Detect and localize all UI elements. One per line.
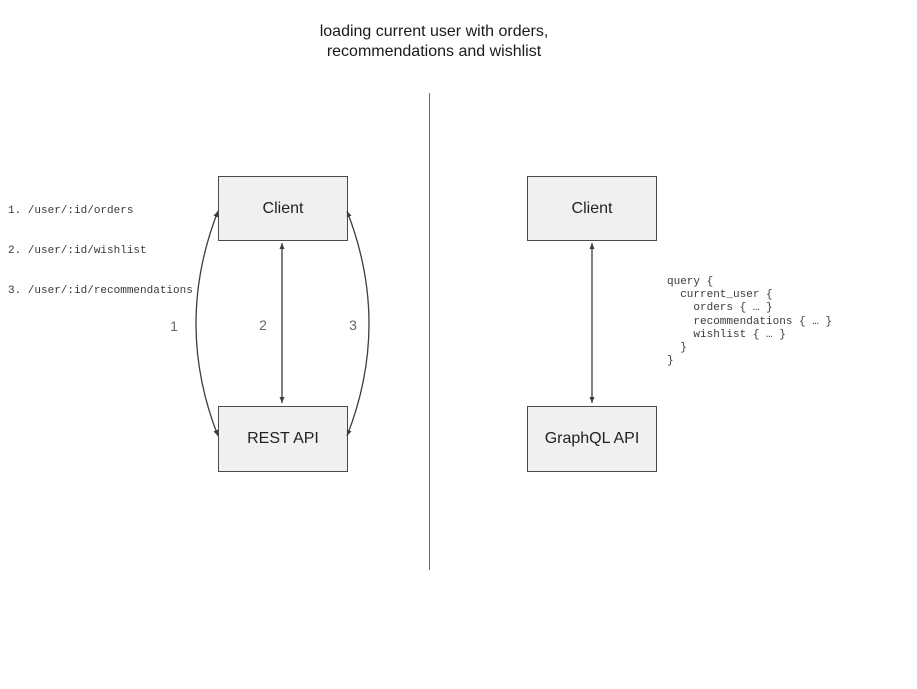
rest-client-box-label: Client — [262, 199, 304, 217]
rest-endpoint-recommendations: 3. /user/:id/recommendations — [8, 284, 193, 297]
rest-api-box-label: REST API — [247, 430, 319, 447]
graphql-api-box-label: GraphQL API — [544, 430, 640, 447]
rest-endpoint-list: 1. /user/:id/orders 2. /user/:id/wishlis… — [8, 179, 193, 324]
arrow-label-3: 3 — [349, 317, 357, 333]
graphql-client-box-label: Client — [571, 199, 613, 217]
graphql-query-code: query { current_user { orders { … } reco… — [667, 276, 833, 368]
arrow-label-1: 1 — [170, 318, 178, 334]
panel-divider-line — [429, 93, 431, 570]
diagram-title: loading current user with orders, recomm… — [319, 23, 549, 60]
bidirectional-arrow-1 — [195, 210, 219, 437]
graphql-api-box: GraphQL API — [527, 406, 657, 472]
graphql-client-box: Client — [527, 176, 657, 241]
rest-endpoint-orders: 1. /user/:id/orders — [8, 205, 134, 218]
rest-endpoint-wishlist: 2. /user/:id/wishlist — [8, 245, 147, 258]
arrow-label-2: 2 — [259, 317, 267, 333]
rest-api-box: REST API — [218, 406, 348, 472]
rest-client-box: Client — [218, 176, 348, 241]
